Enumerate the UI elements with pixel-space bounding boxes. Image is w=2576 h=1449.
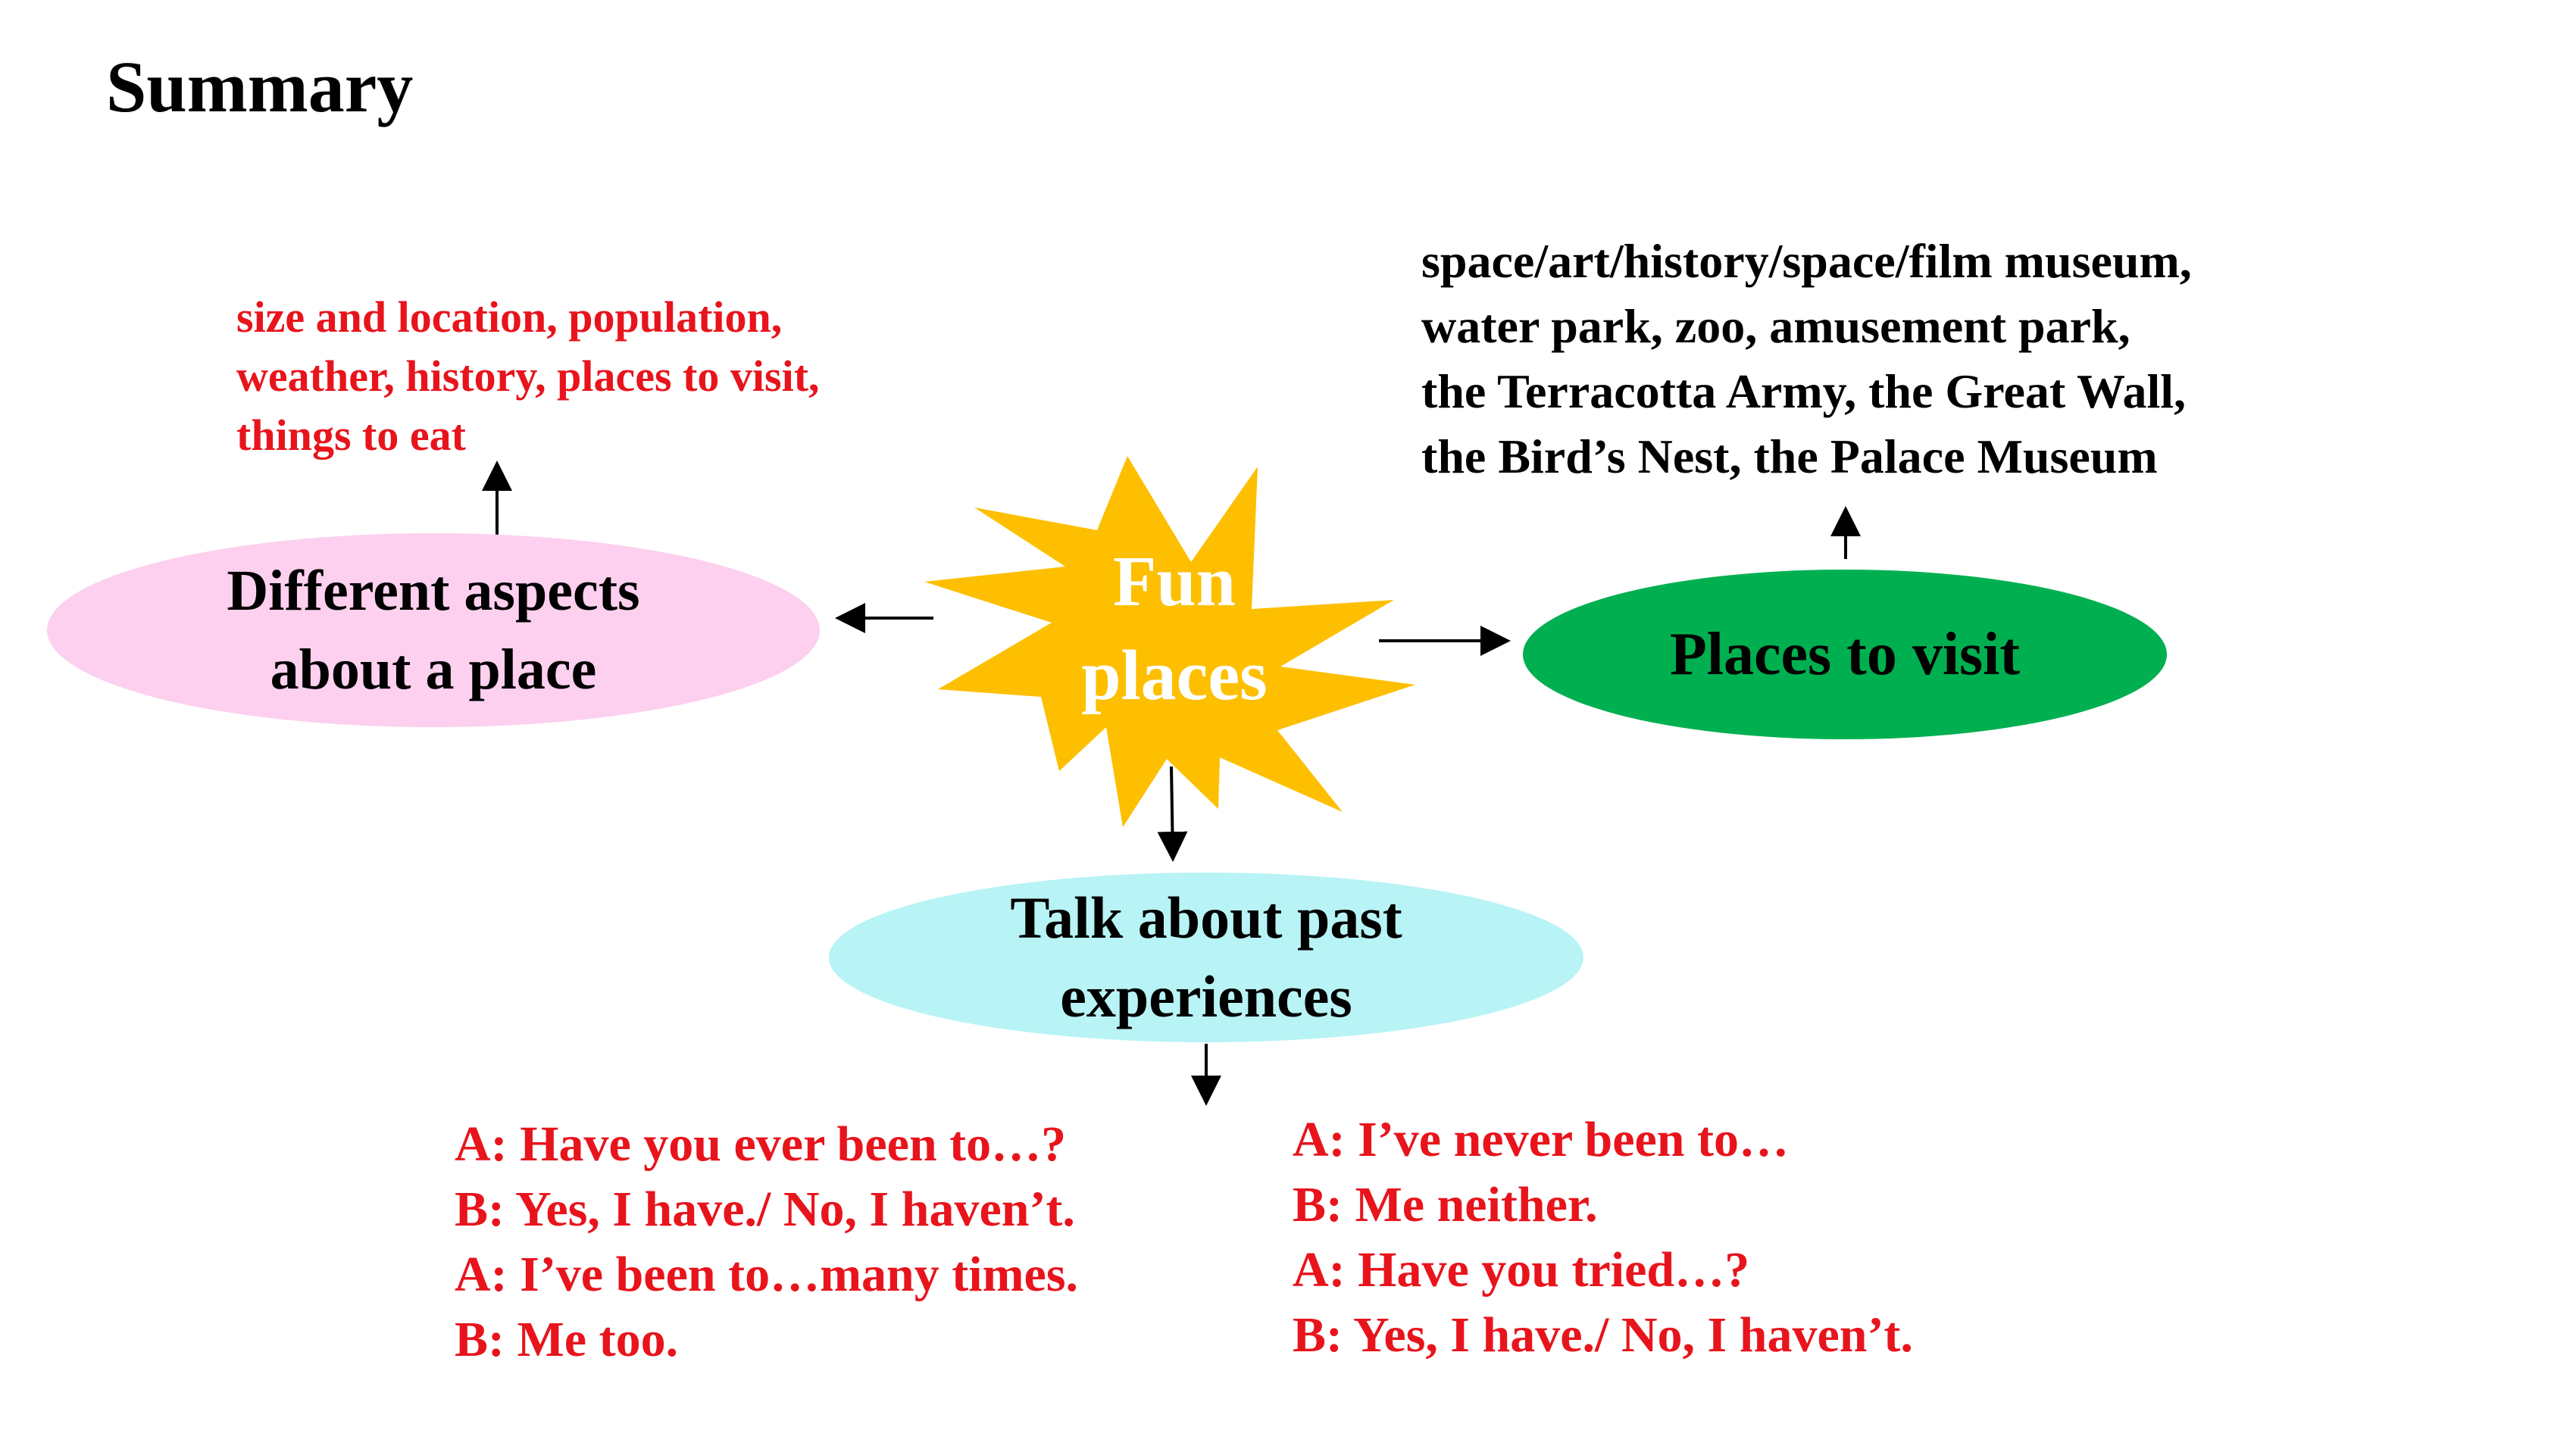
center-label: Fun places (1015, 535, 1333, 723)
aspects-label-line1: Different aspects (227, 559, 640, 623)
visit-details: space/art/history/space/film museum, wat… (1421, 229, 2192, 489)
dialog-line: B: Me too. (455, 1312, 679, 1367)
aspects-oval: Different aspects about a place (47, 533, 820, 727)
visit-detail-line: space/art/history/space/film museum, (1421, 234, 2192, 288)
talk-label-line1: Talk about past (1010, 885, 1402, 951)
talk-oval: Talk about past experiences (829, 873, 1583, 1042)
dialog-line: B: Me neither. (1293, 1177, 1598, 1232)
dialog-right: A: I’ve never been to… B: Me neither. A:… (1293, 1107, 1913, 1368)
aspects-label-line2: about a place (270, 638, 597, 701)
aspects-details: size and location, population, weather, … (236, 288, 820, 465)
aspects-detail-line: things to eat (236, 411, 466, 460)
talk-label-line2: experiences (1060, 963, 1352, 1029)
dialog-line: A: Have you tried…? (1293, 1242, 1750, 1298)
dialog-line: B: Yes, I have./ No, I haven’t. (1293, 1307, 1913, 1363)
visit-oval: Places to visit (1523, 570, 2167, 739)
center-label-line1: Fun (1113, 542, 1236, 621)
visit-detail-line: water park, zoo, amusement park, (1421, 299, 2131, 353)
dialog-line: A: I’ve been to…many times. (455, 1247, 1079, 1302)
page-title: Summary (106, 46, 414, 127)
fun-places-star (924, 456, 1415, 827)
dialog-left: A: Have you ever been to…? B: Yes, I hav… (455, 1112, 1078, 1372)
dialog-line: A: I’ve never been to… (1293, 1112, 1789, 1167)
dialog-line: B: Yes, I have./ No, I haven’t. (455, 1182, 1075, 1237)
center-label-line2: places (1081, 636, 1268, 715)
visit-detail-line: the Bird’s Nest, the Palace Museum (1421, 429, 2158, 483)
aspects-detail-line: size and location, population, (236, 292, 783, 342)
visit-label: Places to visit (1669, 621, 2021, 688)
visit-detail-line: the Terracotta Army, the Great Wall, (1421, 364, 2187, 418)
dialog-line: A: Have you ever been to…? (455, 1116, 1067, 1172)
aspects-detail-line: weather, history, places to visit, (236, 351, 820, 401)
arrow-to-talk (1157, 766, 1188, 862)
